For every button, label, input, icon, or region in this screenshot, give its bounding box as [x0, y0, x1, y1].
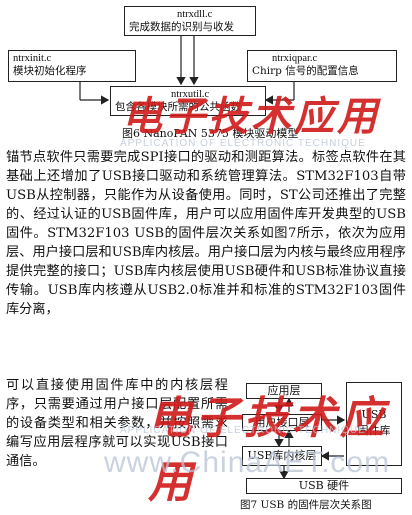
watermark-english-bottom: APPLICATION OF ELECTRONIC TECHNIQUE [120, 425, 366, 436]
box-ntrxdll-desc: 完成数据的识别与收发 [129, 21, 234, 33]
box-ntrxdll-name: ntrxdll.c [177, 9, 213, 20]
usb-firmware-lib-box: USB 固件库 [346, 382, 402, 466]
paragraph-1: 锚节点软件只需要完成SPI接口的驱动和测距算法。标签点软件在其基础上还增加了US… [6, 150, 406, 317]
user-interface-layer-box: 用户接口层 [242, 414, 322, 431]
box-ntrxutil-name: ntrxutil.c [171, 89, 210, 100]
watermark-logo-bottom: 电子技术应用 [148, 393, 388, 508]
watermark-logo-top: 电子技术应用 [122, 93, 380, 140]
usb-core-layer-box: USB库内核层 [242, 446, 322, 466]
app-layer-box: 应用层 [246, 383, 322, 399]
box-ntrxinit-name: ntrxinit.c [13, 53, 52, 64]
box-ntrxiqpar: ntrxiqpar.c Chirp 信号的配置信息 [247, 50, 397, 82]
box-ntrxutil: ntrxutil.c 包含各模块所需的公共函数 [110, 86, 266, 116]
box-ntrxutil-desc: 包含各模块所需的公共函数 [115, 101, 241, 113]
box-ntrxinit: ntrxinit.c 模块初始化程序 [8, 50, 136, 82]
watermark-url: www.ChinaAET.com [104, 446, 391, 479]
watermark-english-top: APPLICATION OF ELECTRONIC TECHNIQUE [120, 138, 366, 149]
box-ntrxinit-desc: 模块初始化程序 [13, 65, 87, 77]
box-ntrxiqpar-desc: Chirp 信号的配置信息 [252, 65, 359, 77]
paragraph-2: 可以直接使用固件库中的内核层程序，只需要通过用户接口层配置所需的设备类型和相关参… [6, 378, 228, 469]
usb-hardware-box: USB 硬件 [246, 478, 402, 494]
figure-6-caption: 图6 NanoPAN 5375 模块驱动模型 [122, 127, 299, 140]
box-ntrxdll: ntrxdll.c 完成数据的识别与收发 [124, 6, 256, 36]
box-ntrxiqpar-name: ntrxiqpar.c [272, 53, 318, 64]
figure-7-caption: 图7 USB 的固件层次关系图 [240, 499, 372, 511]
